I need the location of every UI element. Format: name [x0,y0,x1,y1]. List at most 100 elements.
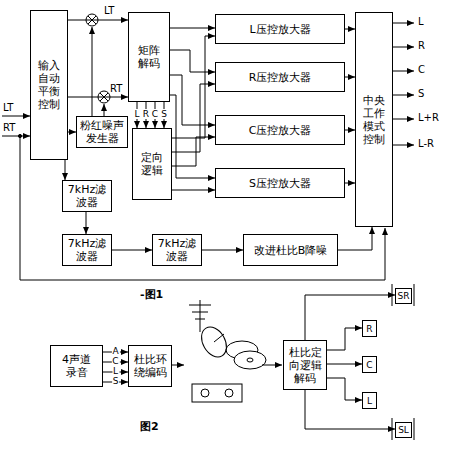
connector [305,390,395,429]
signal-name: RT [110,83,122,95]
output-name: L-R [418,138,434,150]
box-text: 粉红噪声发生器 [77,119,127,145]
connector [172,190,215,191]
balance-control-box: 输入自动平衡控制 [30,10,68,160]
connector [305,295,395,340]
filter-box: 7kHz滤波器 [62,180,112,212]
signal-name: LT [3,102,13,114]
box-text: 定向逻辑 [141,151,163,177]
noise-generator-box: 粉红噪声发生器 [76,116,128,148]
noise-wire [104,104,105,116]
edge-label: C [111,356,119,366]
connector [338,227,372,250]
box-text: 4声道录音 [60,353,93,379]
edge-label: A [111,346,119,356]
speaker-box: SL [395,422,412,438]
connector [345,77,355,78]
filter-box: 7kHz滤波器 [152,234,202,266]
box-text: C压控放大器 [249,124,312,137]
tape-recorder [192,384,242,402]
output-wire [393,145,414,146]
noise-reduction-box: 改进杜比B降噪 [243,234,338,266]
edge-label: L [112,366,119,376]
filter-box: 7kHz滤波器 [62,234,112,266]
connector [345,130,355,131]
connector [170,95,215,178]
box-text: 杜比环绕编码 [134,353,167,379]
output-wire [393,23,414,24]
tape-reel [201,389,209,397]
box-text: 矩阵解码 [138,44,160,70]
output-wire [393,119,414,120]
output-name: C [418,64,425,76]
figure-number: 图2 [140,420,159,433]
signal-name: LT [104,5,114,17]
connector [68,97,128,98]
connector [327,378,362,400]
encoder-box: 杜比环绕编码 [128,345,172,387]
box-text: R压控放大器 [249,71,312,84]
edge-label: S [160,109,168,119]
speaker-box: R [362,320,377,337]
figure-number: -图1 [140,288,163,301]
input-wire [2,136,30,137]
connector [112,250,152,251]
output-name: R [418,40,425,52]
box-text: L [367,396,372,406]
connector [345,29,355,30]
recording-box: 4声道录音 [50,345,103,387]
connector [170,75,215,125]
disc-hole [247,358,253,362]
matrix-decoder-box: 矩阵解码 [128,12,170,102]
speaker-box: C [362,356,377,373]
box-text: SR [398,291,410,301]
box-text: S压控放大器 [249,177,311,190]
edge-label: L [133,109,140,119]
edge-label: S [112,376,120,386]
vca-box: C压控放大器 [215,115,345,145]
box-text: L压控放大器 [249,23,310,36]
box-text: 改进杜比B降噪 [254,244,328,257]
input-wire [2,116,30,117]
vca-box: S压控放大器 [215,168,345,198]
box-text: 7kHz滤波器 [63,183,111,209]
directional-logic-box: 定向逻辑 [132,128,172,200]
edge-label: R [142,109,150,119]
speaker-bracket [392,284,414,440]
connector [65,160,66,180]
signal-name: RT [3,122,15,134]
output-wire [393,95,414,96]
box-text: 杜比定向逻辑解码 [289,346,322,385]
tape-reel [225,389,233,397]
output-name: S [418,88,424,100]
box-text: R [366,324,372,334]
box-text: SL [398,425,409,435]
speaker-box: SR [395,288,412,304]
vca-box: R压控放大器 [215,62,345,92]
vca-box: L压控放大器 [215,14,345,44]
edge-label: C [151,109,159,119]
noise-wire [92,27,93,116]
connector [68,132,76,133]
output-name: L [418,16,424,28]
media-arrow [172,365,184,366]
disc [234,351,266,369]
output-name: L+R [418,112,439,124]
box-text: 7kHz滤波器 [153,237,201,263]
box-text: 7kHz滤波器 [63,237,111,263]
connector [68,20,128,21]
connector [172,36,215,138]
decoder-box: 杜比定向逻辑解码 [283,340,327,390]
connector [345,183,355,184]
connector [327,364,362,365]
connector [172,84,215,152]
box-text: C [366,360,372,370]
speaker-box: L [362,392,377,409]
connector [172,137,215,166]
media-arrow [262,365,282,366]
connector [327,328,362,350]
dish-feed [214,334,224,342]
connector [170,50,215,72]
connector [86,212,87,234]
